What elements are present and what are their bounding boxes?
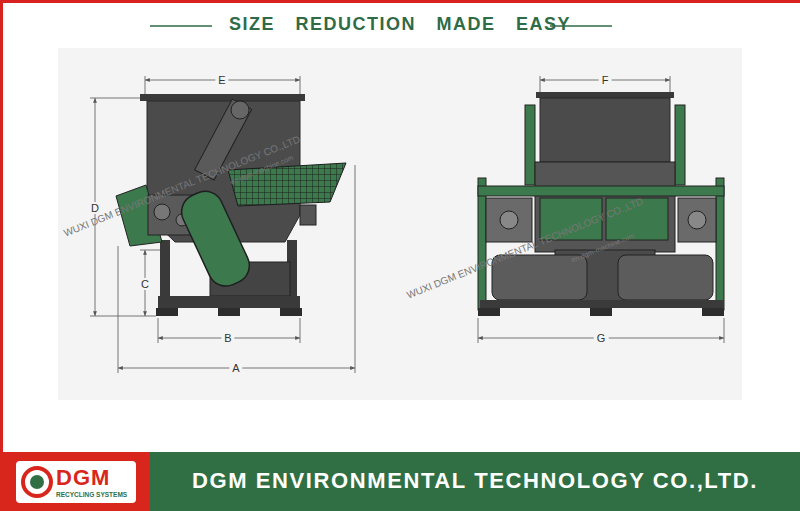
dimension-label: E	[215, 74, 228, 86]
page-title: SIZE REDUCTION MADE EASY	[0, 14, 800, 35]
logo-tagline: RECYCLING SYSTEMS	[56, 491, 127, 498]
drawing-panel	[58, 48, 742, 400]
logo-text: DGM	[56, 466, 110, 490]
front-view	[478, 92, 724, 316]
dimension-label: A	[229, 362, 242, 374]
side-view	[116, 94, 346, 316]
company-name: DGM ENVIRONMENTAL TECHNOLOGY CO.,LTD.	[192, 469, 758, 493]
footer-red-band	[0, 452, 150, 511]
dimension-lines	[90, 76, 724, 373]
top-border	[0, 0, 800, 3]
logo-box: DGMRECYCLING SYSTEMS	[16, 461, 136, 503]
dimension-label: B	[221, 332, 234, 344]
logo-icon	[20, 465, 54, 499]
dimension-label: G	[594, 332, 609, 344]
dimension-label: F	[599, 74, 612, 86]
title-rule	[150, 25, 212, 27]
dimension-label: C	[138, 278, 152, 290]
footer-band: DGM ENVIRONMENTAL TECHNOLOGY CO.,LTD.	[150, 452, 800, 511]
left-border	[0, 0, 3, 452]
